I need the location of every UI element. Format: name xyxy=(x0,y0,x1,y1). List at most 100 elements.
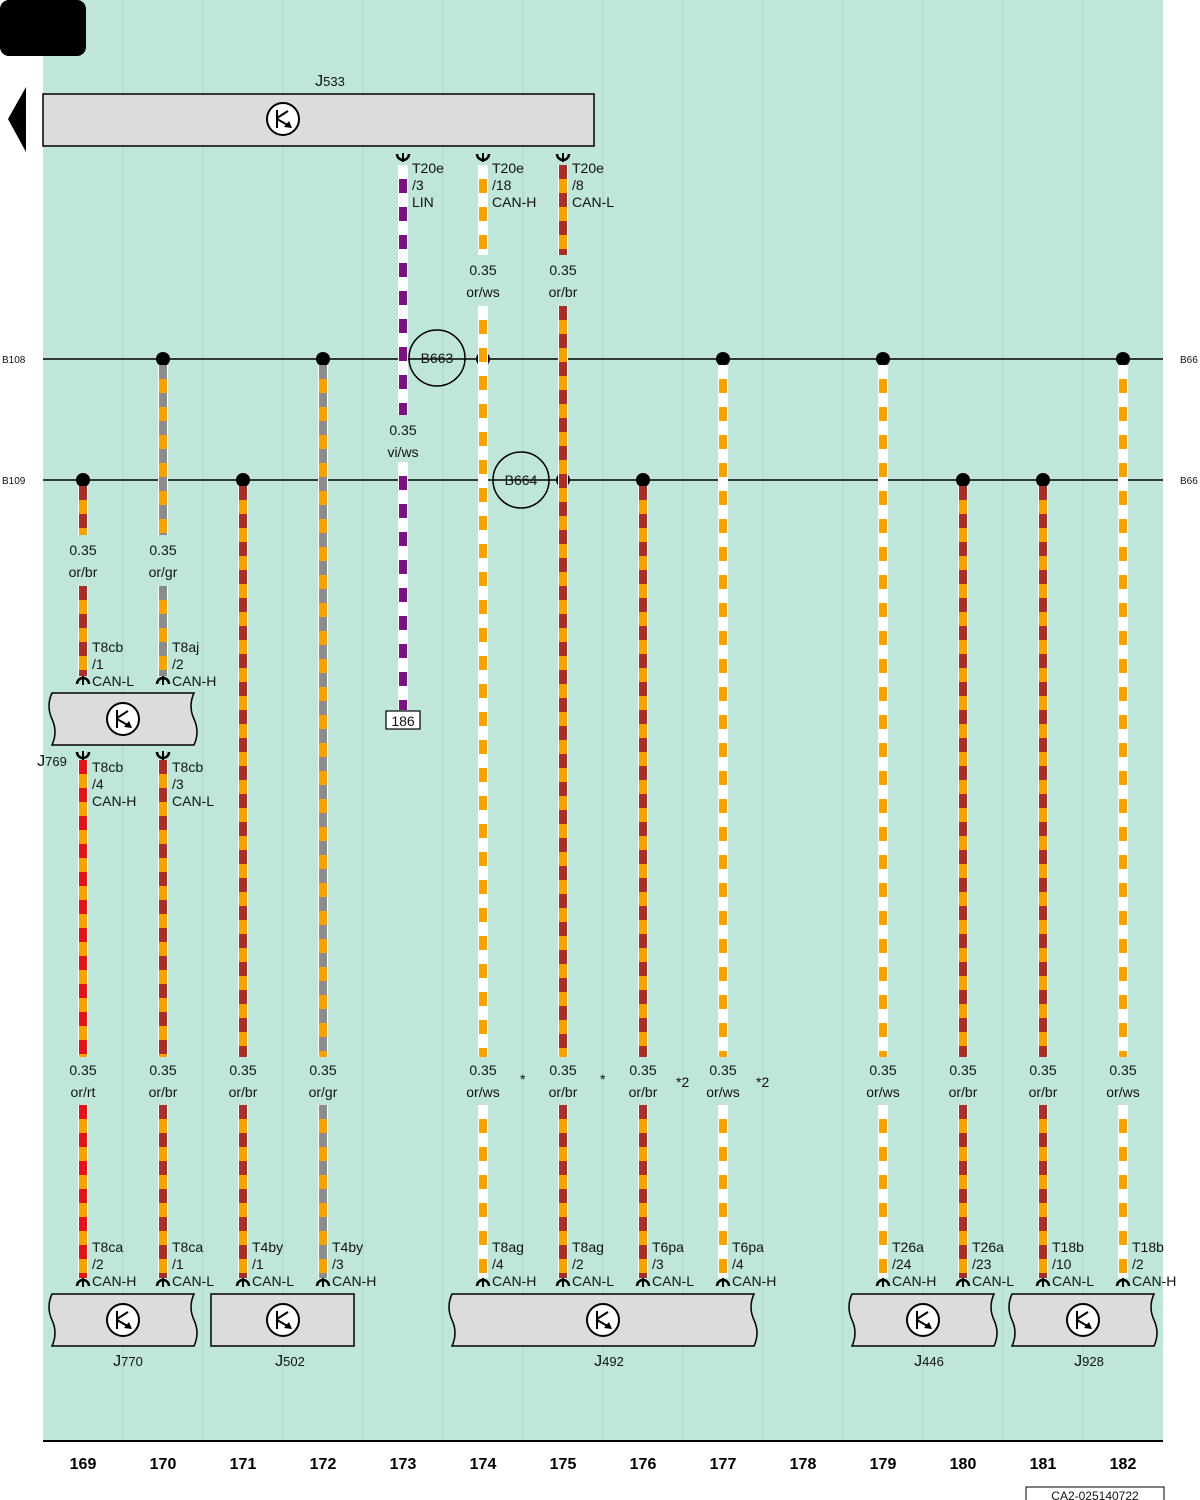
junction-dot xyxy=(1116,352,1130,366)
wire-174-bottom xyxy=(478,1105,488,1278)
wire-base xyxy=(79,586,87,676)
wire-170-up xyxy=(158,365,168,535)
wire-label-w170-up-pin: CAN-H xyxy=(172,673,216,689)
wire-label-w173-top: LIN xyxy=(412,194,434,210)
wire-label-w173-spec: vi/ws xyxy=(387,444,418,460)
column-number-182: 182 xyxy=(1110,1456,1137,1473)
wire-label-p172: T4by xyxy=(332,1239,363,1255)
wire-label-p180: T26a xyxy=(972,1239,1004,1255)
control-unit-ring xyxy=(106,1303,140,1337)
wire-170-mid xyxy=(158,586,168,676)
wire-label-s180: or/br xyxy=(949,1084,978,1100)
wire-label-w175-top: CAN-L xyxy=(572,194,614,210)
column-number-169: 169 xyxy=(70,1456,97,1473)
wire-label-w169-up-pin: /1 xyxy=(92,656,104,672)
wire-label-s177: 0.35 xyxy=(709,1062,736,1078)
wire-172-bottom xyxy=(318,1105,328,1278)
wire-label-s170: or/br xyxy=(149,1084,178,1100)
label-j928: J928 xyxy=(1074,1353,1104,1370)
wire-label-w174-top: T20e xyxy=(492,160,524,176)
wire-label-w175-spec: 0.35 xyxy=(549,262,576,278)
wire-176-bottom xyxy=(638,1105,648,1278)
bus-b108-left-label: B108 xyxy=(2,355,26,366)
wire-label-p170: T8ca xyxy=(172,1239,203,1255)
control-unit-icon xyxy=(906,1303,940,1337)
wire-label-s171: or/br xyxy=(229,1084,258,1100)
wire-label-w174-spec: 0.35 xyxy=(469,262,496,278)
wire-181 xyxy=(1038,486,1048,1057)
junction-dot xyxy=(716,352,730,366)
wire-label-p177: T6pa xyxy=(732,1239,764,1255)
control-unit-arrowhead xyxy=(924,1322,932,1329)
wires xyxy=(78,165,1128,1278)
ref-box xyxy=(385,710,421,730)
column-number-172: 172 xyxy=(310,1456,337,1473)
wire-label-p179: CAN-H xyxy=(892,1273,936,1289)
wire-label-p172: CAN-H xyxy=(332,1273,376,1289)
control-unit-branch xyxy=(276,110,289,119)
footnote-n174: * xyxy=(520,1071,526,1087)
control-unit-ring xyxy=(106,702,140,736)
junction-dot xyxy=(1036,473,1050,487)
label-j769: J769 xyxy=(37,753,67,770)
wire-label-s170: 0.35 xyxy=(149,1062,176,1078)
wire-label-p169: T8ca xyxy=(92,1239,123,1255)
control-unit-arrowhead xyxy=(124,1322,132,1329)
wire-label-w174-top: CAN-H xyxy=(492,194,536,210)
wire-label-w170-up-spec: 0.35 xyxy=(149,542,176,558)
column-number-171: 171 xyxy=(230,1456,257,1473)
control-unit-icon xyxy=(586,1303,620,1337)
wire-171-bottom xyxy=(238,1105,248,1278)
wire-label-w170-up-spec: or/gr xyxy=(149,564,178,580)
wire-label-s174: or/ws xyxy=(466,1084,499,1100)
wire-base xyxy=(159,586,167,676)
wire-label-p176: CAN-L xyxy=(652,1273,694,1289)
control-unit-branch xyxy=(916,1311,929,1320)
bus-b108-right-label: B66 xyxy=(1180,355,1198,366)
wire-label-w170-up-pin: T8aj xyxy=(172,639,199,655)
junction-dot xyxy=(316,352,330,366)
control-unit-ring xyxy=(1066,1303,1100,1337)
wire-179-bottom xyxy=(878,1105,888,1278)
column-number-174: 174 xyxy=(470,1456,497,1473)
wire-label-p172: /3 xyxy=(332,1256,344,1272)
wire-label-w170-up-pin: /2 xyxy=(172,656,184,672)
wire-label-s172: or/gr xyxy=(309,1084,338,1100)
junction-dot xyxy=(956,473,970,487)
column-number-176: 176 xyxy=(630,1456,657,1473)
wire-label-s176: 0.35 xyxy=(629,1062,656,1078)
label-j770: J770 xyxy=(113,1353,143,1370)
wire-label-p177: CAN-H xyxy=(732,1273,776,1289)
wire-label-w169-up-spec: 0.35 xyxy=(69,542,96,558)
wire-label-p182: CAN-H xyxy=(1132,1273,1176,1289)
wire-label-w170-down-pin: CAN-L xyxy=(172,793,214,809)
wire-label-p181: /10 xyxy=(1052,1256,1072,1272)
wire-label-p171: CAN-L xyxy=(252,1273,294,1289)
wire-label-p177: /4 xyxy=(732,1256,744,1272)
label-j492: J492 xyxy=(594,1353,624,1370)
splice-label-B664: B664 xyxy=(505,472,538,488)
wire-170 xyxy=(158,760,168,1057)
control-unit-ring xyxy=(266,1303,300,1337)
control-unit-ring xyxy=(586,1303,620,1337)
control-unit-icon xyxy=(106,702,140,736)
junction-dot xyxy=(76,473,90,487)
control-unit-icon xyxy=(266,102,300,136)
control-unit-ring xyxy=(906,1303,940,1337)
wire-170-bottom xyxy=(158,1105,168,1278)
wire-label-p182: T18b xyxy=(1132,1239,1164,1255)
wire-175 xyxy=(558,306,568,1057)
control-unit-arrowhead xyxy=(284,1322,292,1329)
splice-B663 xyxy=(408,329,466,387)
wire-label-s179: 0.35 xyxy=(869,1062,896,1078)
wire-label-w175-top: /8 xyxy=(572,177,584,193)
wire-169-up xyxy=(78,486,88,535)
wire-label-p176: T6pa xyxy=(652,1239,684,1255)
wire-label-s174: 0.35 xyxy=(469,1062,496,1078)
wire-label-w169-down-pin: T8cb xyxy=(92,759,123,775)
control-unit-branch xyxy=(116,1311,129,1320)
wire-base xyxy=(79,486,87,535)
